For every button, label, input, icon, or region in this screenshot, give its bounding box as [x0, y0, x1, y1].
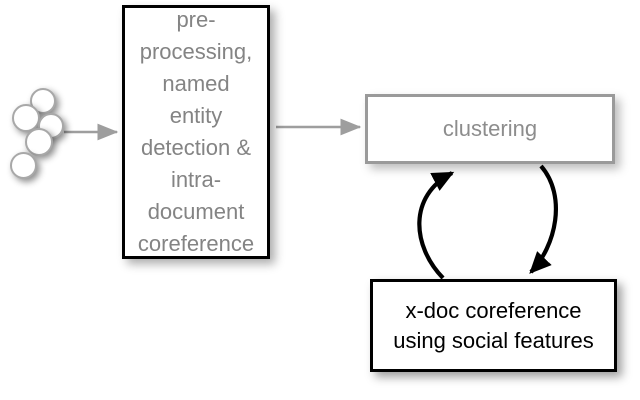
node-preprocessing[interactable]: pre- processing, named entity detection …	[122, 5, 270, 259]
node-clustering-label: clustering	[442, 116, 538, 141]
document-circle	[10, 152, 37, 179]
document-circle	[12, 104, 40, 132]
document-circle	[25, 128, 53, 156]
node-xdoc-coreference-label: x-doc coreference using social features	[393, 297, 594, 353]
node-preprocessing-label: pre- processing, named entity detection …	[137, 7, 255, 256]
edge-clustering-to-xdoc	[529, 164, 558, 274]
edge-xdoc-to-clustering	[417, 171, 455, 280]
node-xdoc-coreference[interactable]: x-doc coreference using social features	[370, 279, 617, 372]
node-clustering[interactable]: clustering	[365, 94, 615, 164]
